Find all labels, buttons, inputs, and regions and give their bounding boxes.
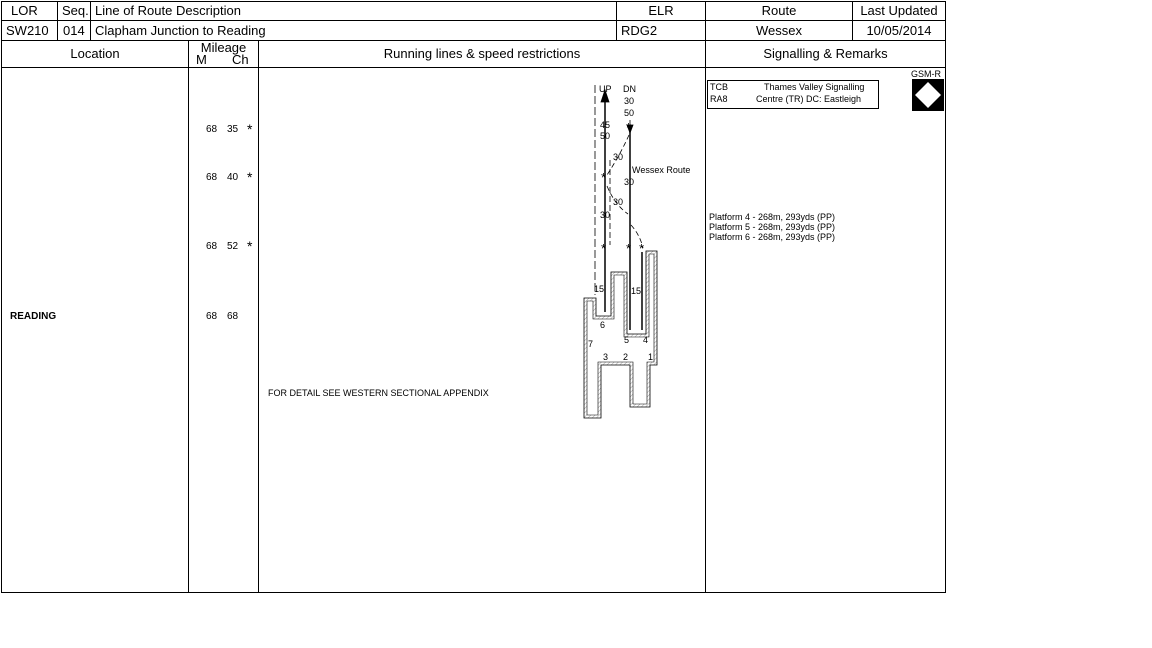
- up-label: UP: [599, 84, 612, 94]
- route-value: Wessex: [756, 23, 802, 38]
- mileage-m: 68: [206, 124, 218, 135]
- star-marker: *: [601, 241, 607, 256]
- speed-30: 30: [600, 210, 611, 220]
- running-lines-header: Running lines & speed restrictions: [383, 46, 581, 61]
- gsmr-label: GSM-R: [911, 69, 941, 79]
- location-header: Location: [70, 46, 120, 61]
- platform-remark: Platform 4 - 268m, 293yds (PP): [709, 212, 836, 222]
- mileage-star: *: [247, 121, 253, 137]
- signalling-box: [707, 80, 879, 109]
- mileage-m: 68: [206, 172, 218, 183]
- wessex-route-label: Wessex Route: [632, 165, 691, 175]
- speed-30: 30: [613, 152, 624, 162]
- platform-number: 2: [623, 352, 629, 362]
- route-label: Route: [761, 3, 797, 18]
- star-marker: *: [626, 120, 632, 135]
- up-speed: 45: [600, 120, 611, 130]
- platform-remark: Platform 6 - 268m, 293yds (PP): [709, 232, 836, 242]
- desc-label: Line of Route Description: [95, 3, 241, 18]
- mileage-ch: 52: [227, 241, 239, 252]
- chains-header: Ch: [232, 52, 249, 67]
- ra-label: RA8: [710, 94, 728, 104]
- mileage-ch: 40: [227, 172, 239, 183]
- lor-value: SW210: [6, 23, 49, 38]
- platform-number: 7: [588, 339, 594, 349]
- updated-value: 10/05/2014: [866, 23, 932, 38]
- updated-label: Last Updated: [860, 3, 938, 18]
- mileage-star: *: [247, 169, 253, 185]
- tcb-label: TCB: [710, 82, 728, 92]
- mileage-m: 68: [206, 311, 218, 322]
- miles-header: M: [196, 52, 207, 67]
- seq-label: Seq.: [62, 3, 89, 18]
- platform-number: 3: [603, 352, 609, 362]
- platform-number: 1: [648, 352, 654, 362]
- platform-number: 6: [600, 320, 606, 330]
- box-line2: Centre (TR) DC: Eastleigh: [756, 94, 862, 104]
- platform-number: 4: [643, 335, 649, 345]
- dn-label: DN: [623, 84, 636, 94]
- desc-value: Clapham Junction to Reading: [95, 23, 266, 38]
- star-marker: *: [626, 241, 632, 256]
- elr-value: RDG2: [621, 23, 658, 38]
- speed-15: 15: [594, 284, 605, 294]
- speed-30: 30: [613, 197, 624, 207]
- mileage-ch: 68: [227, 311, 239, 322]
- dn-speed: 30: [624, 96, 635, 106]
- detail-note: FOR DETAIL SEE WESTERN SECTIONAL APPENDI…: [268, 388, 489, 398]
- star-marker: *: [639, 241, 645, 256]
- track-lines: [604, 100, 643, 330]
- platform-remark: Platform 5 - 268m, 293yds (PP): [709, 222, 836, 232]
- up-speed: 50: [600, 131, 611, 141]
- mileage-star: *: [247, 238, 253, 254]
- speed-30: 30: [624, 177, 635, 187]
- elr-label: ELR: [648, 3, 674, 18]
- platform-number: 5: [624, 335, 630, 345]
- dn-speed: 50: [624, 108, 635, 118]
- signalling-header: Signalling & Remarks: [763, 46, 888, 61]
- mileage-ch: 35: [227, 124, 239, 135]
- location-reading: READING: [10, 311, 57, 322]
- gsmr-icon: [912, 79, 944, 111]
- box-line1: Thames Valley Signalling: [764, 82, 865, 92]
- mileage-header: Mileage: [200, 40, 247, 55]
- seq-value: 014: [63, 23, 85, 38]
- speed-15: 15: [631, 286, 642, 296]
- star-marker: *: [601, 170, 607, 185]
- mileage-m: 68: [206, 241, 218, 252]
- lor-label: LOR: [11, 3, 38, 18]
